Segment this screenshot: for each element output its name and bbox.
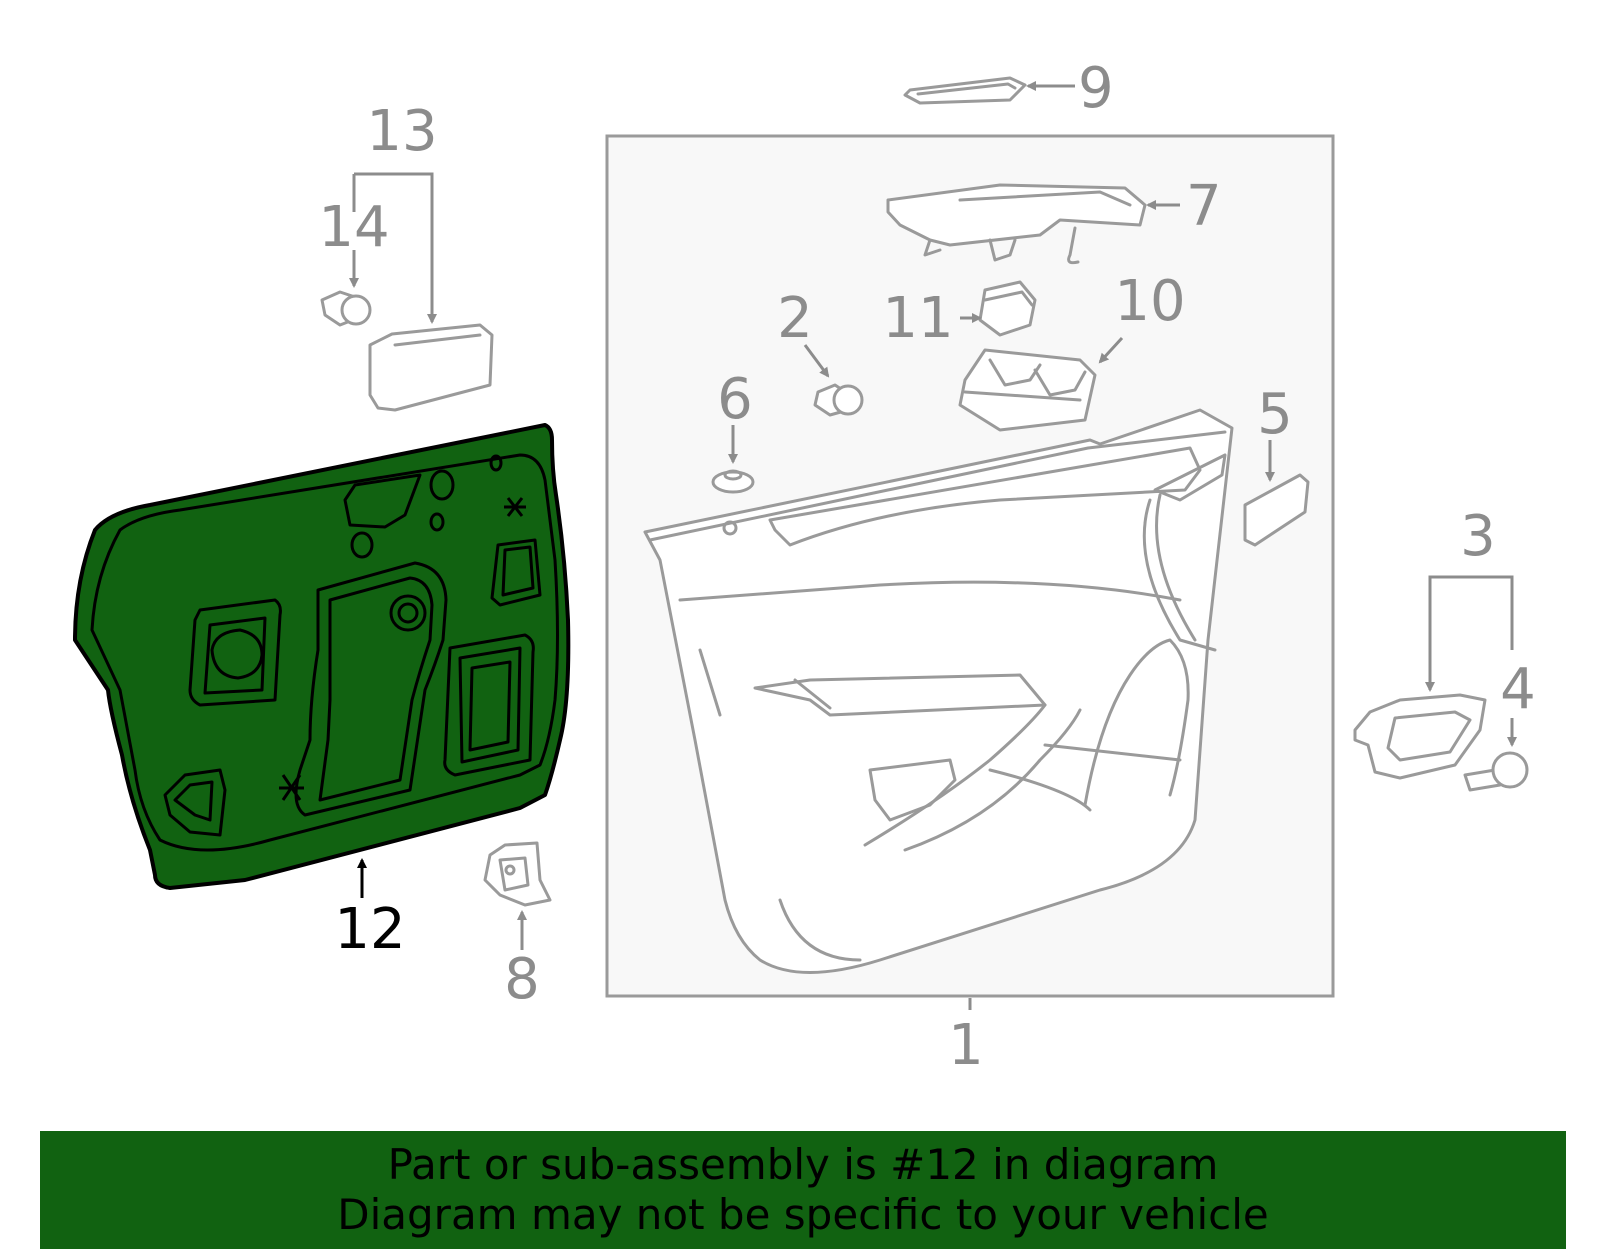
callout-11: 11	[882, 286, 953, 351]
banner-line-1: Part or sub-assembly is #12 in diagram	[387, 1140, 1219, 1189]
armrest-7	[886, 183, 1147, 265]
banner-line-2: Diagram may not be specific to your vehi…	[337, 1190, 1269, 1239]
pad-13	[368, 323, 494, 412]
callout-2: 2	[777, 286, 813, 351]
callout-6: 6	[717, 367, 753, 432]
callout-4: 4	[1500, 657, 1536, 722]
callout-5: 5	[1257, 382, 1293, 447]
callout-9: 9	[1078, 56, 1114, 121]
clip-14	[320, 290, 372, 327]
window-switch-10	[958, 348, 1097, 432]
handle-bezel-3	[1353, 693, 1487, 780]
callout-13: 13	[366, 99, 437, 164]
trim-piece-9	[903, 76, 1027, 105]
callout-7: 7	[1186, 174, 1222, 239]
screw-cap-4	[1463, 751, 1529, 792]
callout-1: 1	[948, 1013, 984, 1078]
callout-14: 14	[318, 195, 389, 260]
callout-12: 12	[334, 897, 405, 962]
callout-8: 8	[504, 947, 540, 1012]
callout-10: 10	[1114, 269, 1185, 334]
water-deflector-12	[73, 423, 571, 890]
callout-3: 3	[1460, 504, 1496, 569]
bracket-8	[483, 841, 552, 907]
grommet-6	[711, 469, 755, 494]
leader-lines	[349, 81, 1517, 1010]
switch-11	[978, 280, 1037, 337]
clip-2	[813, 383, 864, 417]
door-trim-panel	[643, 408, 1234, 974]
info-banner: Part or sub-assembly is #12 in diagram D…	[40, 1131, 1566, 1249]
cover-5	[1243, 473, 1310, 547]
